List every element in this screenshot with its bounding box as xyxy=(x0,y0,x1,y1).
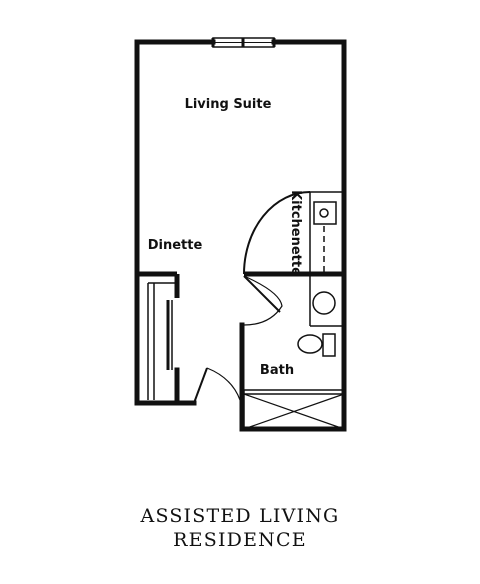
shower xyxy=(243,389,345,430)
caption-line-1: ASSISTED LIVING xyxy=(140,505,340,527)
bath-fixtures xyxy=(297,276,344,357)
caption-line-2: RESIDENCE xyxy=(173,529,307,551)
entry-door xyxy=(193,367,241,404)
closet xyxy=(137,271,180,400)
bath-door xyxy=(243,275,283,326)
window xyxy=(211,37,276,48)
kitchenette-area xyxy=(243,191,344,275)
living-suite-label: Living Suite xyxy=(185,97,272,112)
bath-label: Bath xyxy=(260,363,294,378)
dinette-label: Dinette xyxy=(148,238,203,253)
kitchenette-label: Kitchenette xyxy=(288,190,303,276)
